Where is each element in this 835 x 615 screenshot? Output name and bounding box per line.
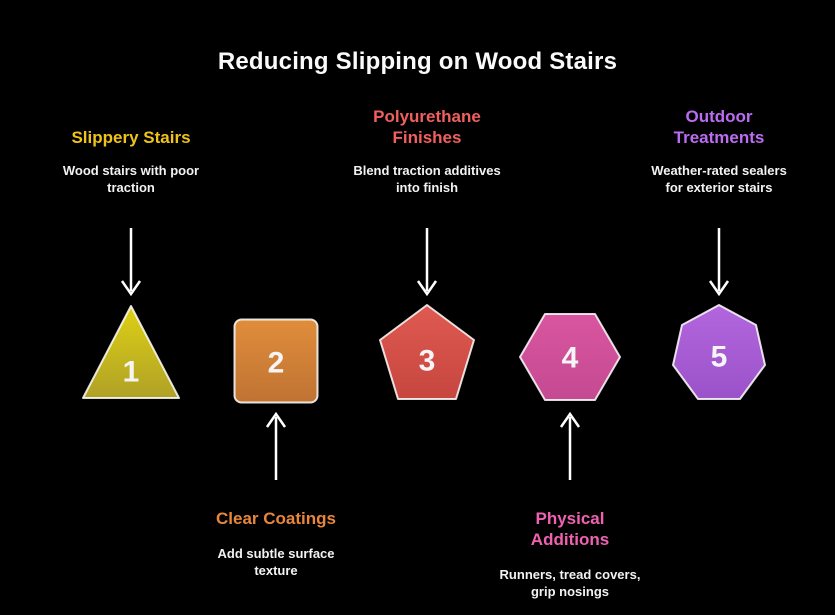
step-5-down-arrow-icon — [707, 228, 731, 296]
step-3-pentagon-shape: 3 — [377, 303, 477, 403]
step-2-up-arrow-icon — [264, 412, 288, 480]
step-5-label-block: Outdoor Treatments Weather-rated sealers… — [624, 102, 814, 196]
step-1-number: 1 — [123, 356, 140, 389]
step-3-number: 3 — [419, 345, 436, 378]
step-1-label-block: Slippery Stairs Wood stairs with poor tr… — [36, 102, 226, 196]
step-3-description: Blend traction additives into finish — [353, 163, 501, 195]
step-3-label-block: Polyurethane Finishes Blend traction add… — [332, 102, 522, 196]
step-1-down-arrow-icon — [119, 228, 143, 296]
step-5-number: 5 — [711, 341, 728, 374]
step-4-number: 4 — [562, 342, 579, 375]
step-2-square-shape: 2 — [233, 318, 319, 404]
step-4-label-block: Physical Additions Runners, tread covers… — [475, 508, 665, 600]
step-3-heading: Polyurethane Finishes — [373, 107, 481, 147]
step-4-up-arrow-icon — [558, 412, 582, 480]
step-4-hexagon-shape: 4 — [518, 312, 622, 402]
step-5-heptagon-shape: 5 — [668, 302, 770, 404]
step-1-heading: Slippery Stairs — [71, 128, 191, 147]
step-2-number: 2 — [268, 347, 285, 380]
step-2-label-block: Clear Coatings Add subtle surface textur… — [181, 508, 371, 579]
step-4-description: Runners, tread covers, grip nosings — [499, 567, 641, 599]
step-1-triangle-shape: 1 — [79, 300, 183, 404]
step-3-down-arrow-icon — [415, 228, 439, 296]
step-2-description: Add subtle surface texture — [217, 546, 335, 578]
step-5-description: Weather-rated sealers for exterior stair… — [651, 163, 787, 195]
step-1-description: Wood stairs with poor traction — [62, 163, 200, 195]
page-title: Reducing Slipping on Wood Stairs — [217, 48, 618, 75]
step-4-heading: Physical Additions — [530, 509, 610, 549]
step-2-heading: Clear Coatings — [216, 509, 336, 528]
step-5-heading: Outdoor Treatments — [673, 107, 765, 147]
